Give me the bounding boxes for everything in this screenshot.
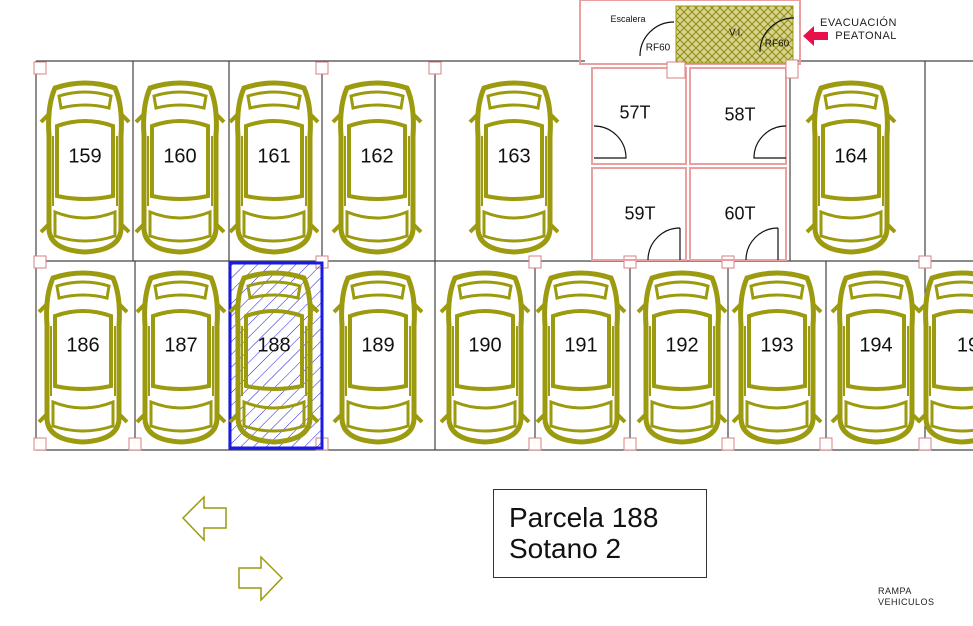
car-icon <box>918 273 973 442</box>
door-arc <box>753 125 787 159</box>
column <box>819 437 833 451</box>
column <box>315 61 329 75</box>
door-arc <box>647 227 681 261</box>
arrow-right-icon <box>238 555 284 602</box>
car-icon <box>334 273 422 442</box>
door-arc <box>639 21 675 57</box>
arrow-left-icon <box>181 495 227 542</box>
storage-room-label[interactable]: 59T <box>624 203 656 224</box>
parking-spot-label[interactable]: 19 <box>956 334 973 357</box>
parking-spot-label[interactable]: 189 <box>361 334 395 357</box>
door-label: RF60 <box>645 42 671 54</box>
door-arc <box>745 227 779 261</box>
vestibule <box>675 5 794 64</box>
info-box: Parcela 188 Sotano 2 <box>493 489 707 578</box>
door-arc <box>593 125 627 159</box>
ramp-line: VEHICULOS <box>878 597 935 607</box>
column <box>666 61 686 79</box>
column <box>528 437 542 451</box>
column <box>128 437 142 451</box>
parking-spot-label[interactable]: 187 <box>164 334 198 357</box>
parking-spot-label[interactable]: 186 <box>66 334 100 357</box>
parking-spot-label[interactable]: 163 <box>497 145 531 168</box>
door-arc <box>759 17 795 53</box>
car-icon <box>733 273 821 442</box>
ramp-line: RAMPA <box>878 586 912 596</box>
parking-spot-label[interactable]: 192 <box>665 334 699 357</box>
room-58t <box>689 67 787 165</box>
parking-spot-label[interactable]: 193 <box>760 334 794 357</box>
car-icon <box>537 273 625 442</box>
storage-room-label[interactable]: 60T <box>724 203 756 224</box>
vestibule-label: V.I. <box>728 27 744 39</box>
evacuation-line: EVACUACIÓN <box>820 17 897 29</box>
parking-spot-label[interactable]: 159 <box>68 145 102 168</box>
parking-spot-label[interactable]: 162 <box>360 145 394 168</box>
car-icon <box>39 273 127 442</box>
evacuation-label: EVACUACIÓN PEATONAL <box>820 17 897 43</box>
parcel-label: Parcela 188 <box>509 502 659 533</box>
column <box>721 437 735 451</box>
parking-spot-label[interactable]: 191 <box>564 334 598 357</box>
column <box>623 255 637 269</box>
car-icon <box>137 273 225 442</box>
evacuation-arrow-icon <box>803 26 828 46</box>
column <box>33 61 47 75</box>
parking-spot-label[interactable]: 161 <box>257 145 291 168</box>
column <box>623 437 637 451</box>
column <box>33 437 47 451</box>
parking-spot-label[interactable]: 190 <box>468 334 502 357</box>
storage-room-label[interactable]: 57T <box>619 102 651 123</box>
parking-spot-label[interactable]: 194 <box>859 334 893 357</box>
stair-label: Escalera <box>610 14 646 24</box>
column <box>785 59 799 79</box>
floor-label: Sotano 2 <box>509 533 622 564</box>
parking-spot-label[interactable]: 160 <box>163 145 197 168</box>
evacuation-line: PEATONAL <box>835 30 897 42</box>
cars <box>39 83 973 442</box>
car-icon <box>638 273 726 442</box>
parking-spot-label[interactable]: 188 <box>257 334 291 357</box>
column <box>721 255 735 269</box>
ramp-label: RAMPA VEHICULOS <box>878 586 935 608</box>
column <box>33 255 47 269</box>
door-label: RF60 <box>764 38 790 50</box>
stair-core <box>579 0 801 65</box>
room-60t <box>689 167 787 261</box>
parking-spot-label[interactable]: 164 <box>834 145 868 168</box>
car-icon <box>441 273 529 442</box>
storage-room-label[interactable]: 58T <box>724 104 756 125</box>
column <box>918 255 932 269</box>
column <box>528 255 542 269</box>
room-57t <box>591 67 687 165</box>
column <box>918 437 932 451</box>
column <box>428 61 442 75</box>
room-59t <box>591 167 687 261</box>
car-icon <box>832 273 920 442</box>
